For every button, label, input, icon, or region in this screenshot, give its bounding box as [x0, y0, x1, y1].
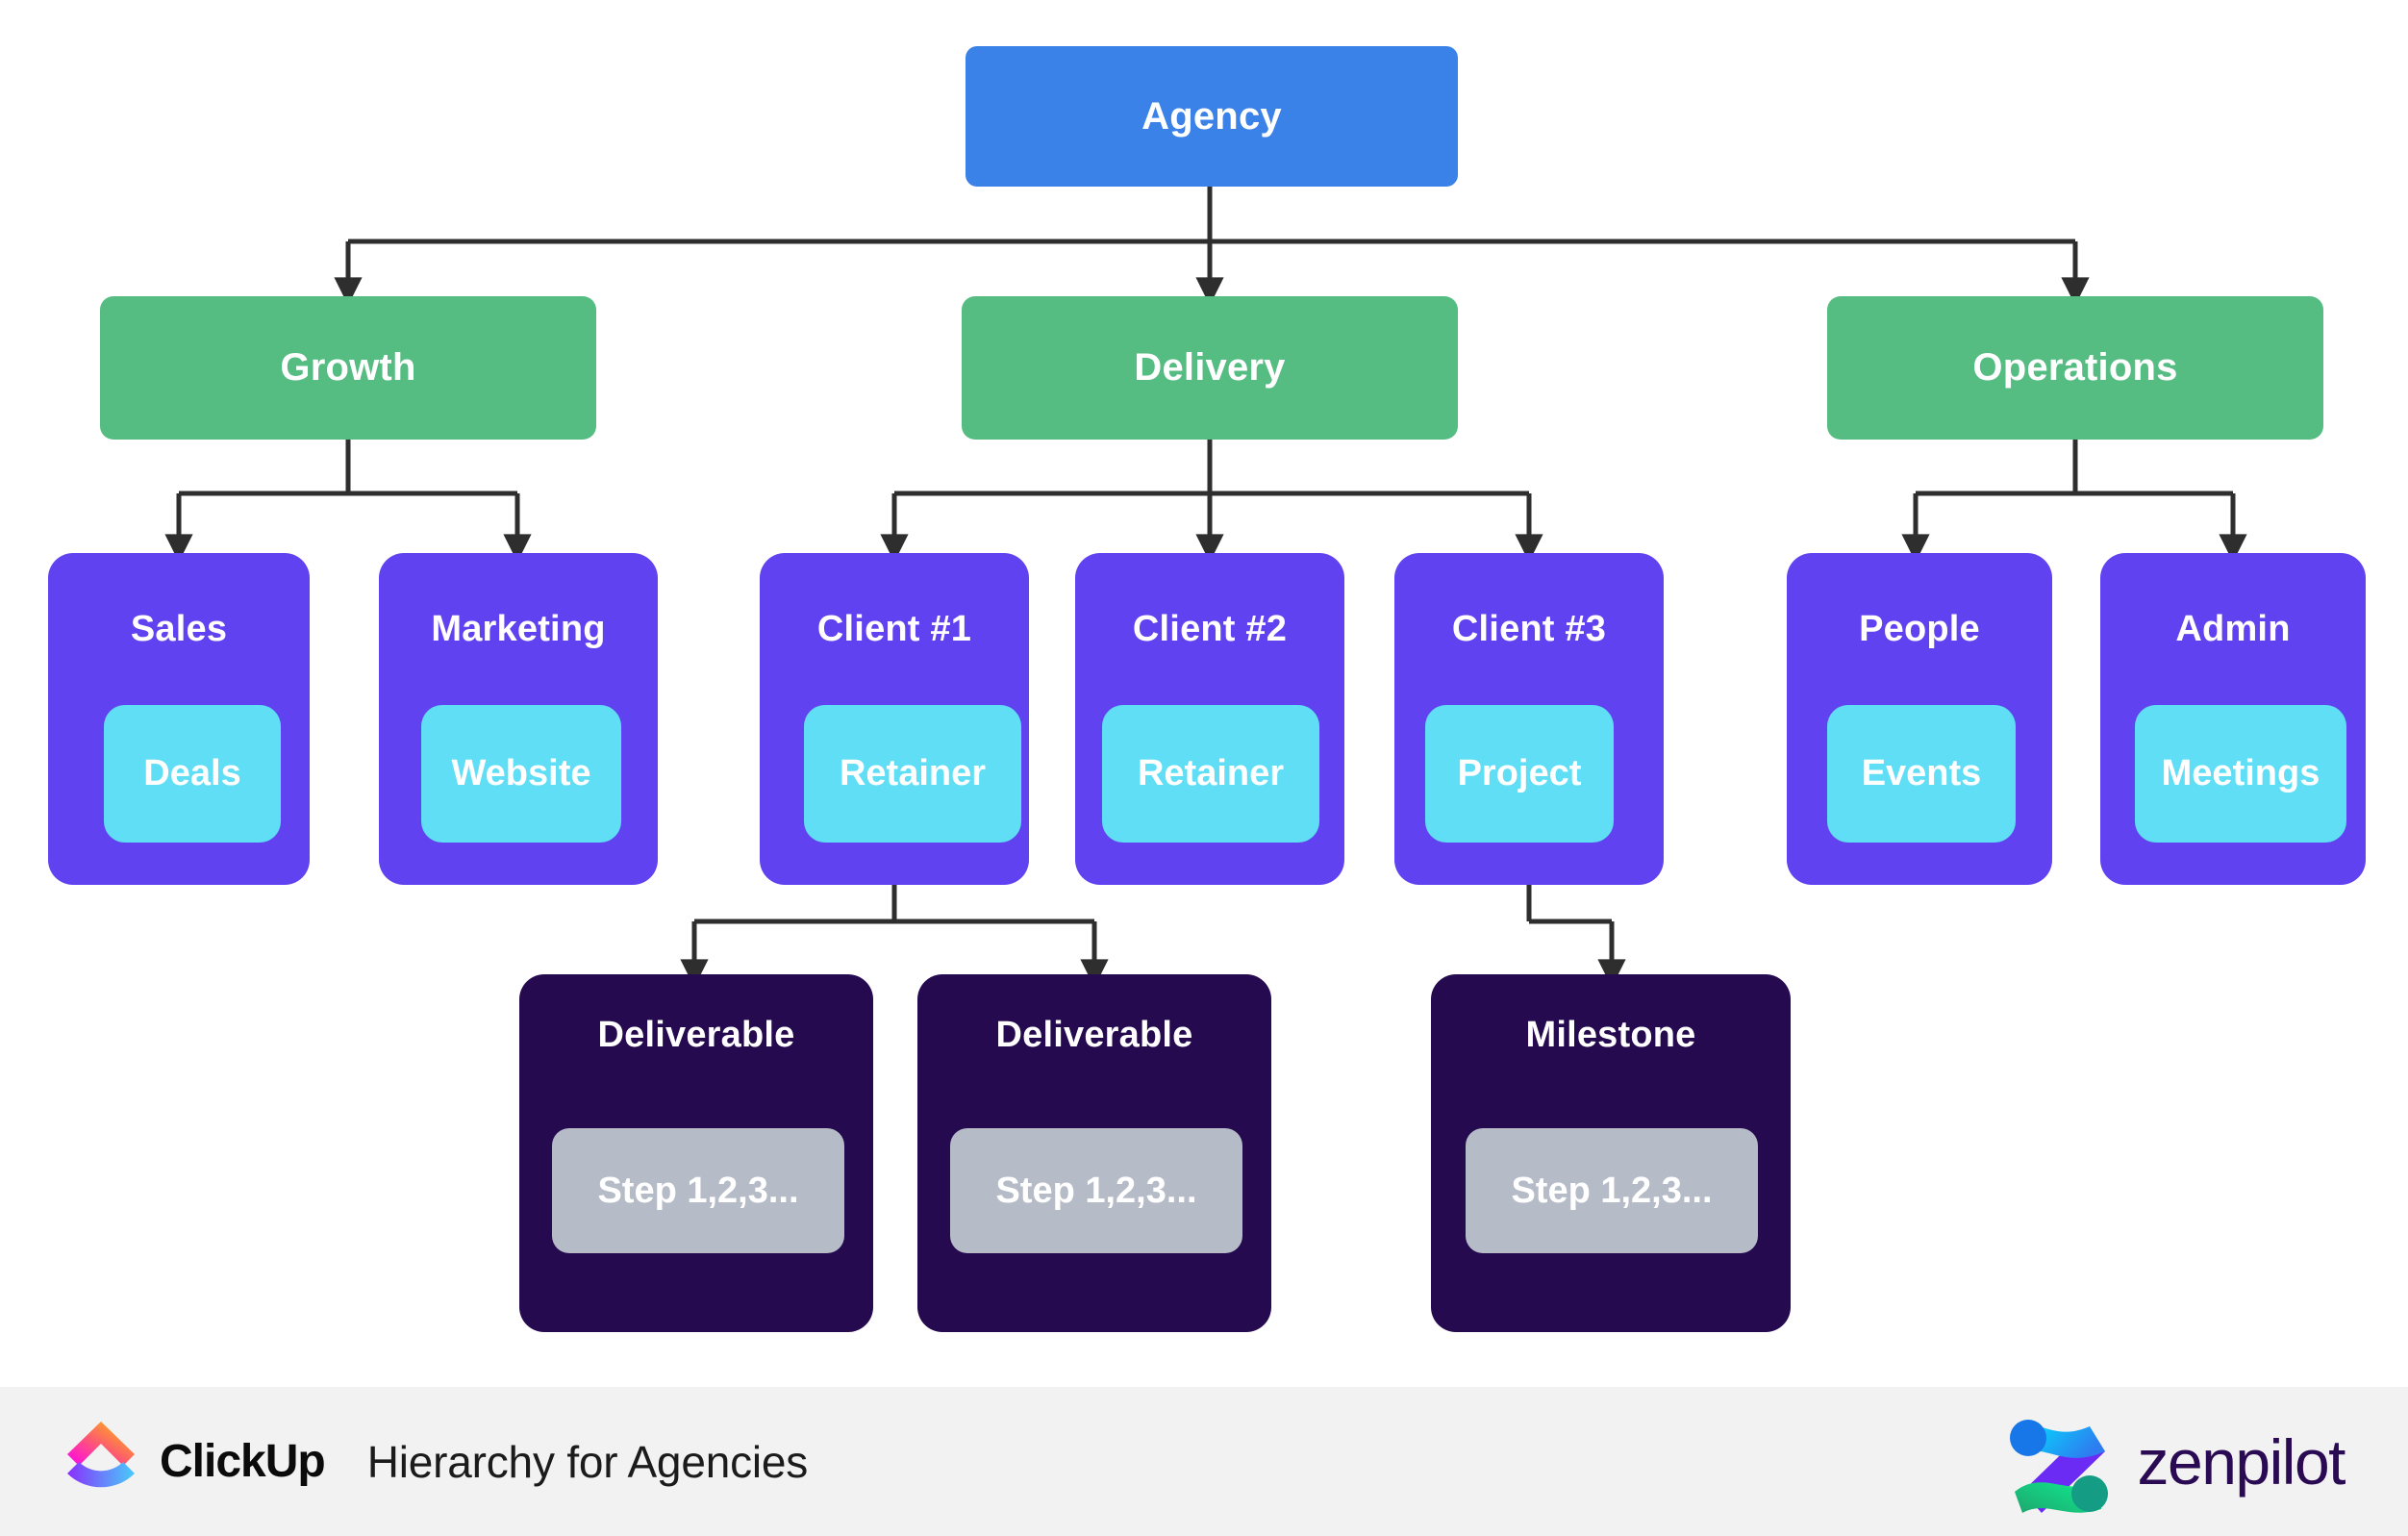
node-agency[interactable]: Agency	[966, 46, 1458, 187]
node-card-admin[interactable]: Admin Meetings	[2100, 553, 2366, 885]
chip-project-label: Project	[1457, 753, 1582, 793]
node-card-marketing-label: Marketing	[431, 609, 606, 649]
node-department-delivery[interactable]: Delivery	[962, 296, 1458, 440]
chip-events-label: Events	[1861, 753, 1982, 793]
node-department-delivery-label: Delivery	[1134, 346, 1286, 389]
chip-deals[interactable]: Deals	[104, 705, 281, 843]
chip-steps-3[interactable]: Step 1,2,3...	[1466, 1128, 1758, 1253]
chip-project[interactable]: Project	[1425, 705, 1614, 843]
chip-retainer-2[interactable]: Retainer	[1102, 705, 1319, 843]
node-card-milestone-label: Milestone	[1525, 1015, 1696, 1055]
chip-retainer-1[interactable]: Retainer	[804, 705, 1021, 843]
chip-steps-2-label: Step 1,2,3...	[995, 1170, 1197, 1211]
footer-branding-zenpilot: zenpilot	[1997, 1409, 2345, 1515]
node-card-client-2[interactable]: Client #2 Retainer	[1075, 553, 1344, 885]
node-card-sales-label: Sales	[130, 609, 228, 649]
chip-website-label: Website	[451, 753, 591, 793]
chip-steps-3-label: Step 1,2,3...	[1511, 1170, 1713, 1211]
chip-meetings[interactable]: Meetings	[2135, 705, 2346, 843]
footer-branding-clickup: ClickUp Hierarchy for Agencies	[63, 1421, 809, 1502]
footer-caption: Hierarchy for Agencies	[366, 1436, 809, 1487]
node-card-admin-label: Admin	[2175, 609, 2291, 649]
footer-bar: ClickUp Hierarchy for Agencies	[0, 1387, 2408, 1536]
chip-steps-1-label: Step 1,2,3...	[597, 1170, 799, 1211]
node-card-milestone[interactable]: Milestone Step 1,2,3...	[1431, 974, 1791, 1332]
clickup-wordmark: ClickUp	[160, 1436, 326, 1487]
node-card-client-1[interactable]: Client #1 Retainer	[760, 553, 1029, 885]
chip-steps-1[interactable]: Step 1,2,3...	[552, 1128, 844, 1253]
node-card-client-1-label: Client #1	[816, 609, 972, 649]
chip-website[interactable]: Website	[421, 705, 621, 843]
chip-deals-label: Deals	[143, 753, 241, 793]
chip-retainer-1-label: Retainer	[839, 753, 987, 793]
node-department-operations[interactable]: Operations	[1827, 296, 2323, 440]
node-card-people-label: People	[1859, 609, 1980, 649]
node-card-client-3[interactable]: Client #3 Project	[1394, 553, 1664, 885]
node-department-operations-label: Operations	[1972, 346, 2178, 389]
node-card-deliverable-2-label: Deliverable	[995, 1015, 1193, 1055]
node-card-marketing[interactable]: Marketing Website	[379, 553, 658, 885]
node-card-deliverable-1[interactable]: Deliverable Step 1,2,3...	[519, 974, 873, 1332]
chip-steps-2[interactable]: Step 1,2,3...	[950, 1128, 1242, 1253]
chip-retainer-2-label: Retainer	[1137, 753, 1285, 793]
node-card-sales[interactable]: Sales Deals	[48, 553, 310, 885]
node-card-deliverable-1-label: Deliverable	[597, 1015, 795, 1055]
node-card-deliverable-2[interactable]: Deliverable Step 1,2,3...	[917, 974, 1271, 1332]
node-department-growth-label: Growth	[280, 346, 416, 389]
node-department-growth[interactable]: Growth	[100, 296, 596, 440]
diagram-canvas: Agency Growth Delivery Operations Sales …	[48, 46, 2366, 1332]
node-card-people[interactable]: People Events	[1787, 553, 2052, 885]
chip-meetings-label: Meetings	[2161, 753, 2320, 793]
zenpilot-wordmark: zenpilot	[2137, 1425, 2346, 1498]
node-agency-label: Agency	[1141, 94, 1282, 138]
zenpilot-logo-icon	[2009, 1419, 2108, 1513]
chip-events[interactable]: Events	[1827, 705, 2016, 843]
node-card-client-2-label: Client #2	[1132, 609, 1288, 649]
clickup-logo-icon	[67, 1421, 135, 1487]
node-card-client-3-label: Client #3	[1451, 609, 1607, 649]
